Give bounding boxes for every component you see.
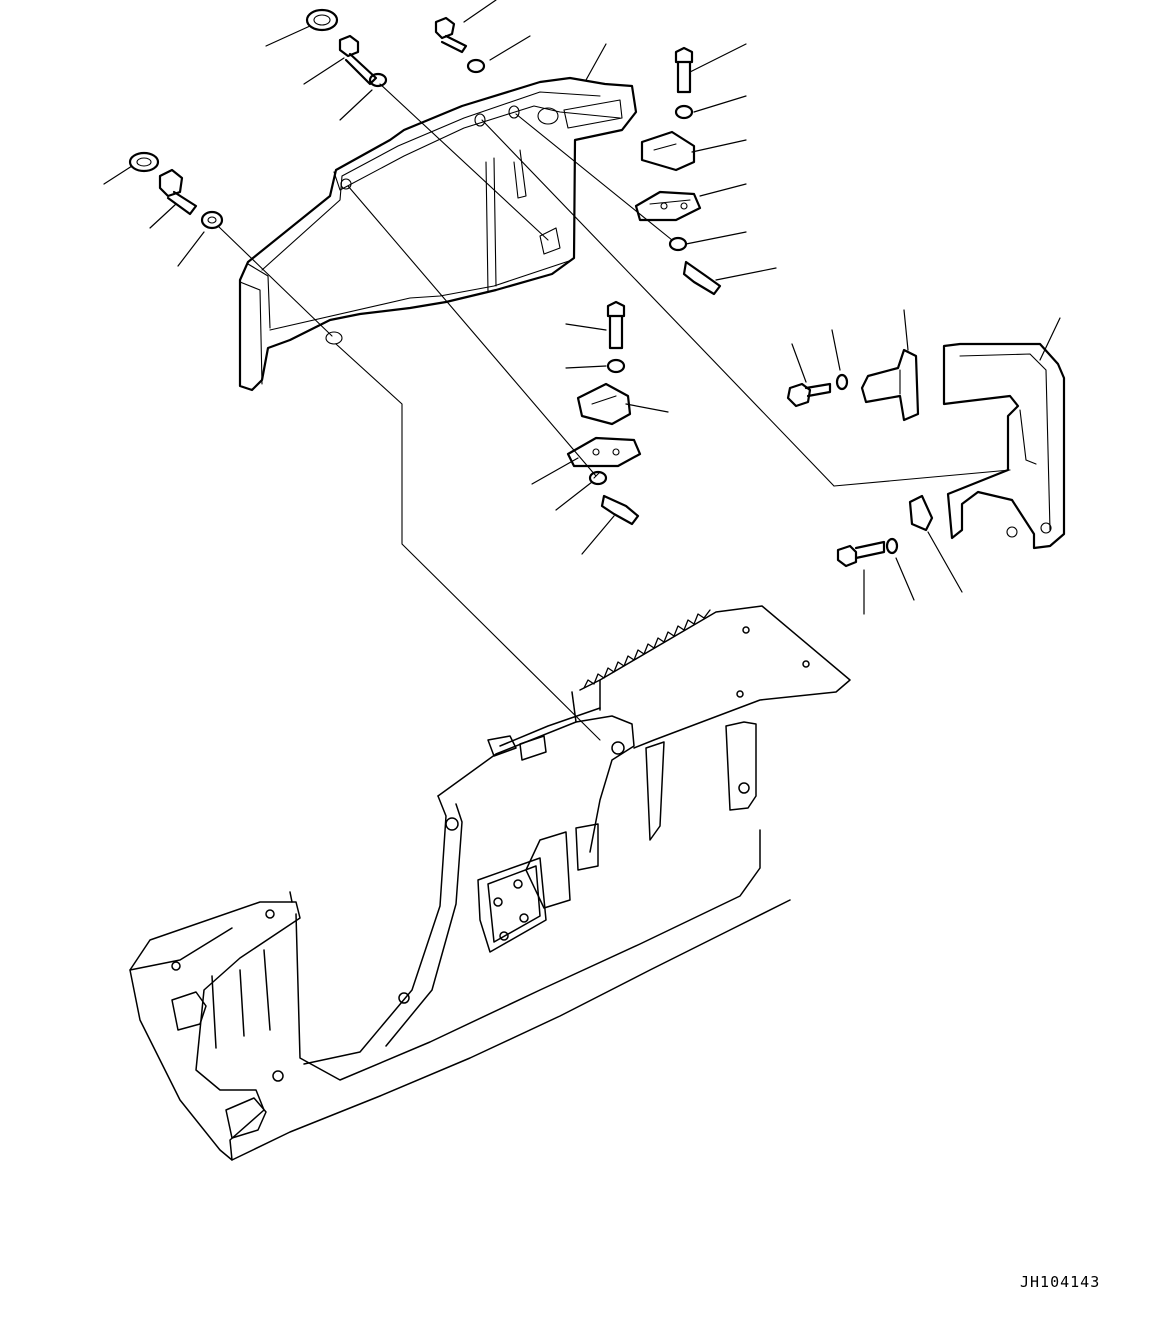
upper-bracket-set — [634, 46, 722, 296]
upper-left-hardware — [128, 8, 486, 230]
main-cover-bracket — [238, 76, 638, 392]
center-bracket-set — [566, 300, 642, 526]
drawing-id-code: JH104143 — [1020, 1273, 1101, 1291]
assembly-lines — [217, 83, 1011, 741]
callout-leaders — [103, 0, 1061, 615]
machine-frame — [129, 605, 851, 1161]
side-guard-assembly — [786, 342, 1066, 568]
